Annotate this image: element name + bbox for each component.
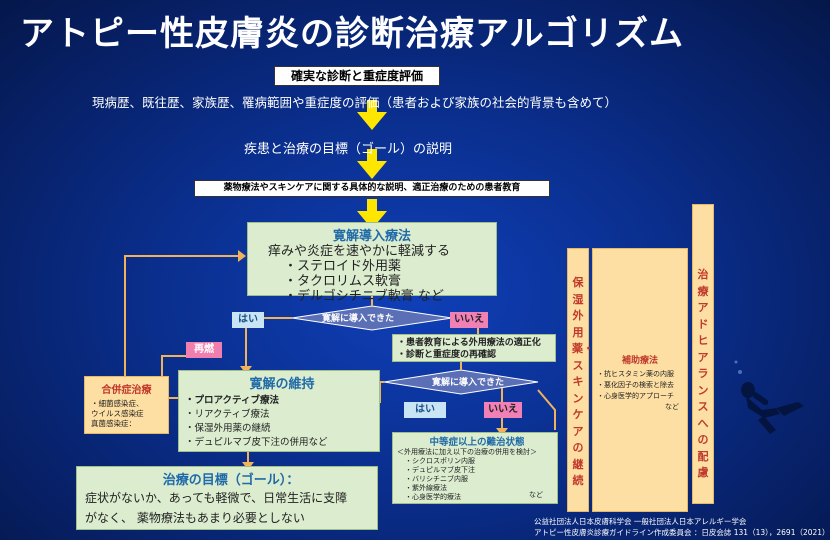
maintenance-box: 寛解の維持 ・プロアクティブ療法 ・リアクティブ療法 ・保湿外用薬の継続 ・デュ… <box>178 370 380 452</box>
adjunct-item: ・悪化因子の検索と除去 <box>597 381 674 389</box>
goal-text-line1: 症状がないか、あっても軽微で、日常生活に支障 <box>85 491 348 505</box>
refractory-item: ・デュピルマブ皮下注 <box>405 466 475 474</box>
adherence-text: 治療アドヒアランスへの配慮 <box>697 268 709 479</box>
goal-explanation-text: 疾患と治療の目標（ゴール）の説明 <box>244 142 453 157</box>
moisturizer-column: 保湿外用薬・スキンケアの継続 <box>567 248 594 512</box>
goal-title: 治療の目標（ゴール）： <box>162 473 300 488</box>
decision2-label: 寛解に導入できた <box>432 378 505 388</box>
refractory-item: ・紫外線療法 <box>405 484 447 492</box>
refractory-item: ・シクロスポリン内服 <box>405 457 475 465</box>
induction-box: 寛解導入療法 痒みや炎症を速やかに軽減する ・ステロイド外用薬 ・タクロリムス軟… <box>247 222 497 304</box>
adjunct-item: ・抗ヒスタミン薬の内服 <box>597 370 674 378</box>
yellow-arrows <box>357 100 387 229</box>
adherence-column: 治療アドヒアランスへの配慮 <box>692 204 714 504</box>
maintenance-title: 寛解の維持 <box>249 377 315 392</box>
complication-box: 合併症治療 ・細菌感染症、 ウイルス感染症 真菌感染症： <box>84 376 169 434</box>
diver-image <box>734 360 804 434</box>
arrow-down-3 <box>357 199 387 229</box>
induction-title: 寛解導入療法 <box>332 229 411 244</box>
complication-title: 合併症治療 <box>101 385 152 396</box>
citation-line2: アトピー性皮膚炎診療ガイドライン作成委員会 ：日皮会誌 131（13），2691… <box>534 528 830 537</box>
refractory-list: ・シクロスポリン内服 ・デュピルマブ皮下注 ・バリシチニブ内服 ・紫外線療法 ・… <box>397 457 557 502</box>
refractory-item: ・バリシチニブ内服 <box>405 475 468 483</box>
refractory-title: 中等症以上の難治状態 <box>429 437 525 448</box>
review-item: ・患者教育による外用療法の適正化 <box>397 338 541 348</box>
page-title: アトピー性皮膚炎の診断治療アルゴリズム <box>20 14 684 54</box>
review-list: ・患者教育による外用療法の適正化 ・診断と重症度の再確認 <box>397 337 555 361</box>
goal-text-line2: がなく、 薬物療法もあまり必要としない <box>85 511 305 525</box>
maintenance-item: ・リアクティブ療法 <box>185 409 270 420</box>
complication-item: 真菌感染症： <box>91 419 136 428</box>
decision2-no: いいえ <box>484 402 522 418</box>
induction-lead: 痒みや炎症を速やかに軽減する <box>268 244 451 259</box>
goal-box: 治療の目標（ゴール）： 症状がないか、あっても軽微で、日常生活に支障 がなく、 … <box>76 466 378 530</box>
maintenance-item: ・保湿外用薬の継続 <box>185 423 271 434</box>
complication-item: ウイルス感染症 <box>91 409 144 418</box>
induction-list: ・ステロイド外用薬 ・タクロリムス軟膏 ・デルゴシチニブ軟膏 など <box>268 259 496 304</box>
moisturizer-text: 保湿外用薬・スキンケアの継続 <box>572 276 594 487</box>
decision2-yes: はい <box>404 402 446 418</box>
refractory-subtitle: ＜外用療法に加え以下の治療の併用を検討＞ <box>397 448 537 456</box>
review-box: ・患者教育による外用療法の適正化 ・診断と重症度の再確認 <box>392 334 556 362</box>
adjunct-box: 補助療法 ・抗ヒスタミン薬の内服 ・悪化因子の検索と除去 ・心身医学的アプローチ… <box>592 248 688 512</box>
complication-list: ・細菌感染症、 ウイルス感染症 真菌感染症： <box>85 399 168 429</box>
diagnosis-box: 確実な診断と重症度評価 <box>274 66 440 86</box>
adjunct-title: 補助療法 <box>621 356 658 366</box>
arrow-down-2 <box>357 149 387 179</box>
review-item: ・診断と重症度の再確認 <box>397 350 497 360</box>
decision1-no: いいえ <box>450 312 488 328</box>
relapse-label: 再燃 <box>186 342 222 358</box>
citation-line1: 公益社団法人日本皮膚科学会 一般社団法人日本アレルギー学会 <box>534 517 747 526</box>
adjunct-item: ・心身医学的アプローチ <box>597 392 674 400</box>
maintenance-item: ・プロアクティブ療法 <box>185 395 279 406</box>
induction-item: ・デルゴシチニブ軟膏 など <box>284 289 444 304</box>
arrow-down-1 <box>357 100 387 130</box>
induction-item: ・タクロリムス軟膏 <box>284 274 402 289</box>
maintenance-list: ・プロアクティブ療法 ・リアクティブ療法 ・保湿外用薬の継続 ・デュピルマブ皮下… <box>185 394 379 450</box>
induction-item: ・ステロイド外用薬 <box>284 259 402 274</box>
patient-education-box: 薬物療法やスキンケアに関する具体的な説明、適正治療のための患者教育 <box>194 180 550 197</box>
refractory-box: 中等症以上の難治状態 ＜外用療法に加え以下の治療の併用を検討＞ ・シクロスポリン… <box>392 432 558 504</box>
maintenance-item: ・デュピルマブ皮下注の併用など <box>185 437 328 448</box>
complication-item: ・細菌感染症、 <box>91 399 144 408</box>
refractory-etc: など <box>529 491 543 499</box>
decision1-yes: はい <box>232 312 264 328</box>
adjunct-list: ・抗ヒスタミン薬の内服 ・悪化因子の検索と除去 ・心身医学的アプローチ <box>593 369 687 402</box>
diagnosis-subtext: 現病歴、既往歴、家族歴、罹病範囲や重症度の評価（患者および家族の社会的背景も含め… <box>92 95 618 110</box>
decision1-label: 寛解に導入できた <box>322 314 395 324</box>
decision-diamond-2 <box>383 369 539 395</box>
adjunct-etc: など <box>665 403 679 411</box>
refractory-item: ・心身医学的療法 <box>405 493 461 501</box>
